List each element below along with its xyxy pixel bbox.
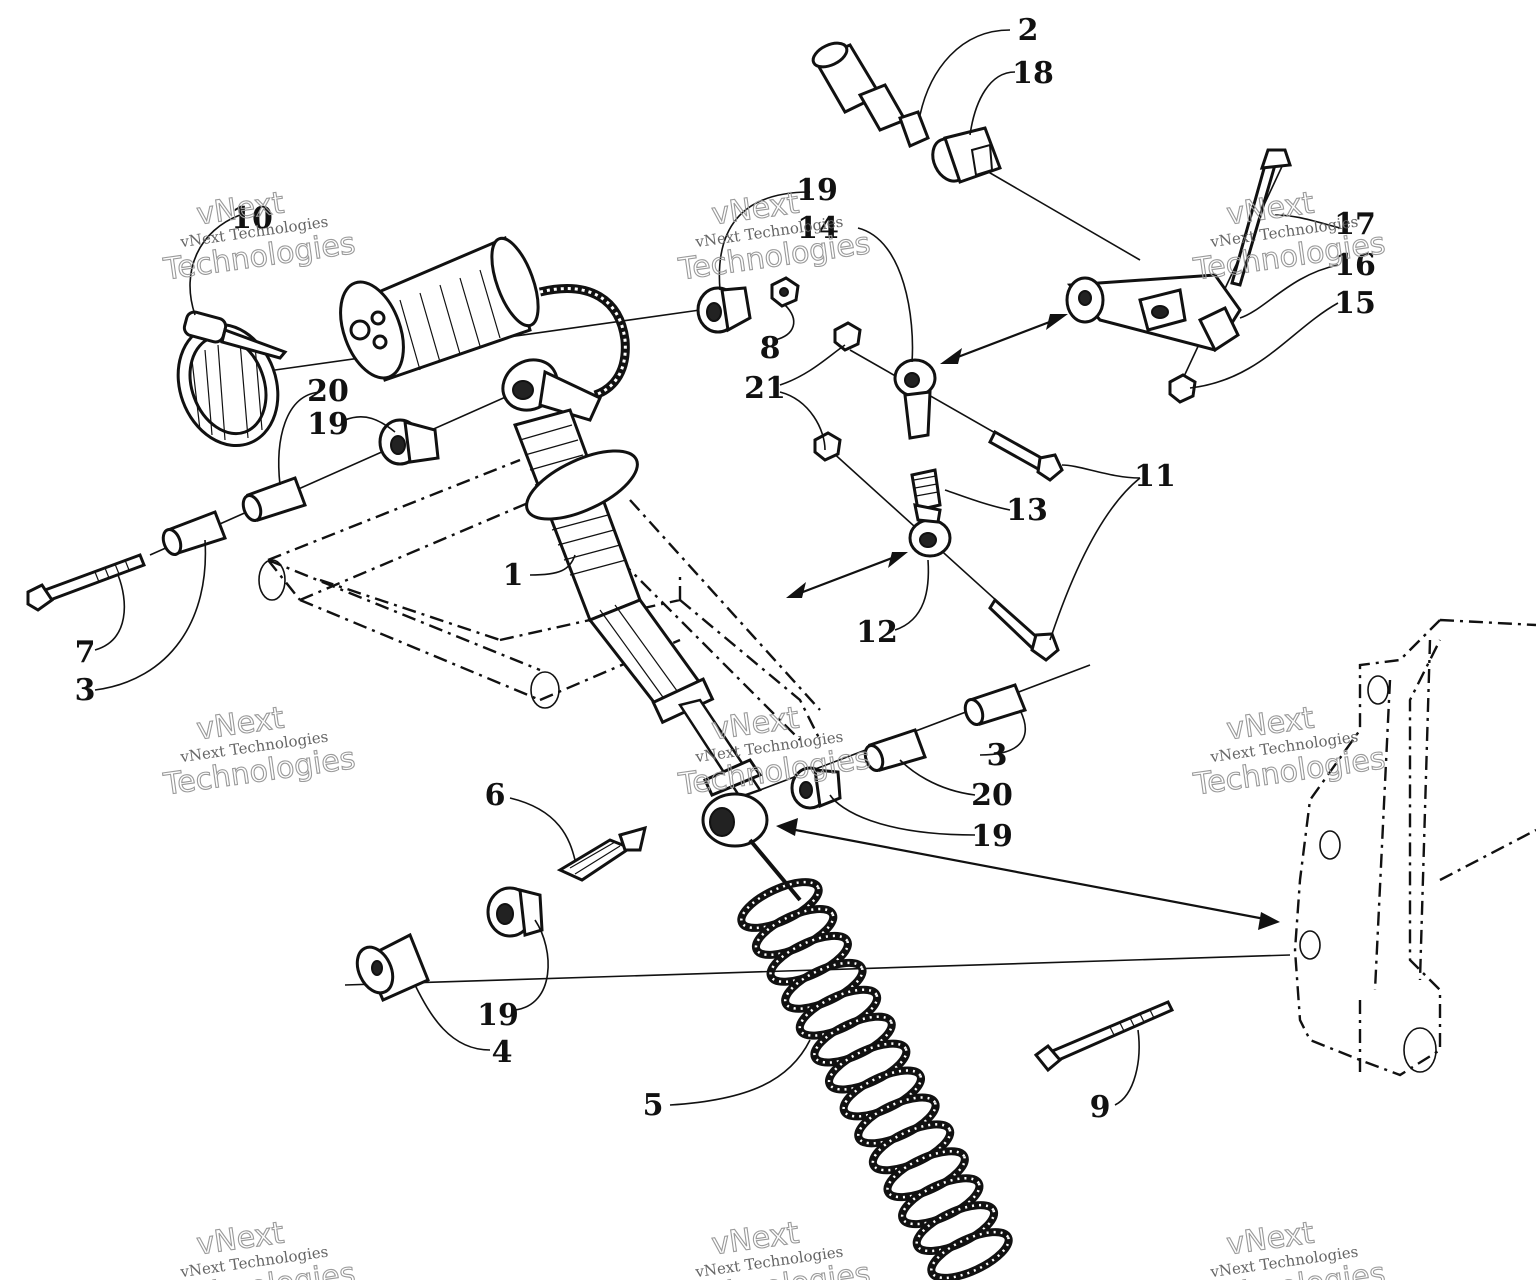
callout-12: 12 (856, 615, 898, 650)
coil-spring-part-5 (737, 838, 1013, 1280)
nuts-part-21 (813, 321, 862, 462)
spacer-part-4 (355, 932, 430, 1002)
bolts-part-11 (988, 429, 1064, 662)
spindle-phantom (1293, 618, 1536, 1077)
callout-19-top: 19 (796, 173, 838, 208)
leader-lines (94, 29, 1341, 1106)
callout-17: 17 (1334, 207, 1376, 242)
callout-2: 2 (1018, 13, 1039, 48)
adjuster-part-2 (811, 41, 930, 149)
spring-coil (886, 1150, 967, 1199)
callout-13: 13 (1006, 493, 1048, 528)
callout-3-left: 3 (75, 673, 96, 708)
spring-coil (871, 1123, 952, 1172)
spring-coil (813, 1015, 893, 1064)
callout-10: 10 (231, 201, 273, 236)
callout-3-right: 3 (987, 738, 1008, 773)
callout-20-left: 20 (307, 374, 349, 409)
callout-15: 15 (1334, 286, 1376, 321)
spring-coil (769, 934, 850, 984)
callout-14: 14 (797, 211, 839, 246)
cap-part-18 (931, 126, 1002, 184)
shock-absorber-part-1 (501, 358, 762, 799)
spring-coil (783, 961, 864, 1010)
bolt-part-9 (1033, 1000, 1175, 1073)
callout-8: 8 (760, 331, 781, 366)
assembly-arrows (776, 314, 1280, 930)
callout-7: 7 (75, 635, 96, 670)
spring-coil (857, 1096, 937, 1145)
callout-19-right: 19 (971, 819, 1013, 854)
callout-labels: 1 2 3 3 4 5 6 7 8 9 10 11 12 13 14 15 16… (75, 13, 1376, 1125)
spring-coil (740, 880, 820, 930)
callout-21: 21 (744, 371, 786, 406)
callout-16: 16 (1334, 248, 1376, 283)
bolt-part-7 (26, 553, 146, 612)
bolt-part-17 (1230, 148, 1293, 287)
callout-19-bottom: 19 (477, 998, 519, 1033)
callout-11: 11 (1134, 459, 1176, 494)
callout-18: 18 (1012, 56, 1054, 91)
spring-coil (827, 1042, 908, 1091)
callout-9: 9 (1090, 1090, 1111, 1125)
rod-end-part-12 (908, 503, 952, 558)
callout-5: 5 (643, 1088, 664, 1123)
grease-fitting-part-6 (556, 825, 648, 882)
nut-part-8 (770, 276, 800, 308)
spring-coil (754, 907, 835, 957)
callout-6: 6 (485, 778, 506, 813)
bushings-part-19 (378, 286, 842, 938)
reservoir-canister (339, 235, 630, 400)
spring-coil (900, 1176, 981, 1226)
callout-19-left: 19 (307, 407, 349, 442)
spring-coil (930, 1230, 1010, 1280)
rod-end-part-13 (910, 468, 942, 512)
rod-end-part-14 (893, 358, 937, 440)
bracket-part-16 (1065, 273, 1242, 353)
callout-1: 1 (503, 558, 524, 593)
shock-lower-eye (701, 758, 769, 848)
spring-coil (915, 1203, 996, 1253)
nut-part-15 (1168, 373, 1197, 404)
callout-4: 4 (492, 1035, 513, 1070)
spring-coil (842, 1069, 923, 1118)
callout-20-right: 20 (971, 778, 1013, 813)
hose-clamp-part-10 (176, 310, 288, 448)
